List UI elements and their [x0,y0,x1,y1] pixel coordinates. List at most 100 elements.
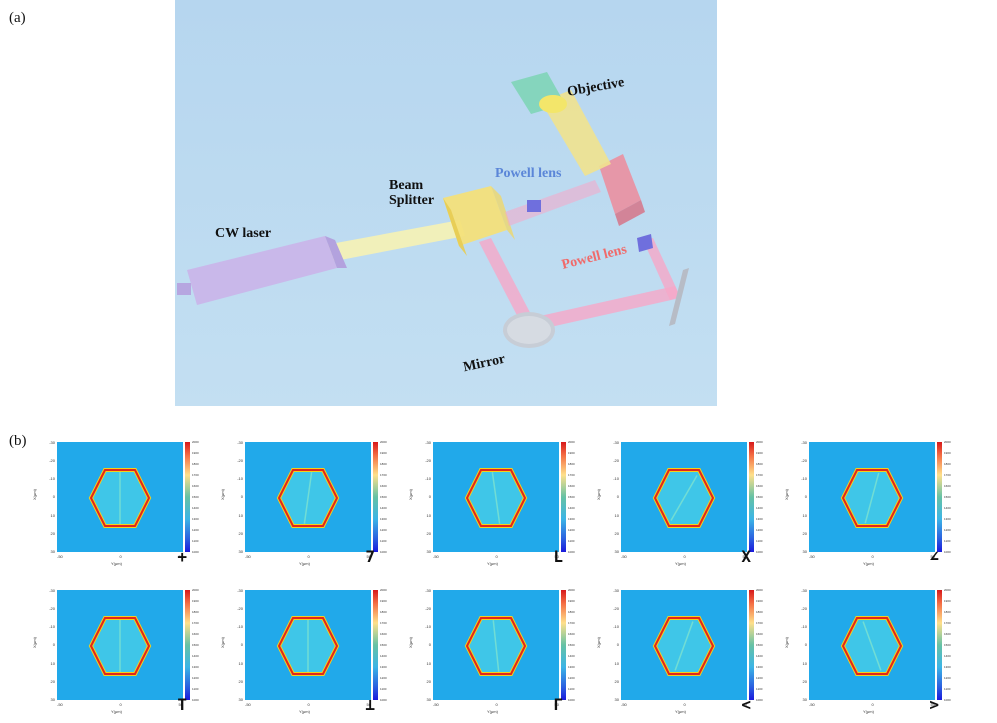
pink-beam-upper [505,180,601,226]
colorbar-tick: 1300 [944,517,951,521]
y-axis-label: X(μm) [219,489,225,500]
y-tick: -20 [425,606,431,612]
colorbar-tick: 1700 [380,473,387,477]
y-tick: 0 [240,494,243,500]
y-tick: 20 [238,530,243,536]
heatmap-image [245,442,371,552]
hexagon-pattern [57,590,183,700]
powell-lens-2-body [637,234,653,252]
colorbar-tick: 1700 [944,621,951,625]
panel-a-label: (a) [9,10,26,26]
colorbar-tick: 1200 [380,676,387,680]
x-tick: -50 [433,702,439,707]
colorbar-tick: 1600 [944,484,951,488]
colorbar-tick: 1700 [568,621,575,625]
colorbar-tick: 1700 [192,621,199,625]
y-tick: -30 [49,440,55,445]
y-tick: 30 [238,696,243,702]
y-axis-label: X(μm) [31,637,37,648]
x-tick: 0 [307,702,310,707]
x-tick: 50 [178,554,183,559]
x-tick: 50 [366,554,371,559]
y-tick: 10 [614,512,619,518]
y-tick: 0 [616,642,619,648]
pattern-symbol: ⊥ [365,695,375,714]
second-cube [599,154,641,214]
colorbar-tick: 1300 [380,517,387,521]
colorbar-tick: 1000 [380,698,387,702]
beam-splitter-label: Beam Splitter [389,178,435,208]
y-tick: -10 [49,624,55,630]
colorbar-tick: 1000 [756,550,763,554]
pattern-symbol: Γ [553,695,563,714]
heatmap-image [57,590,183,700]
hexagon-pattern [245,442,371,552]
colorbar-tick: 1100 [944,539,951,543]
y-tick: -10 [613,476,619,482]
colorbar-tick: 1400 [380,654,387,658]
cw-laser-body [187,236,337,305]
x-tick: -50 [809,554,815,559]
hexagon-pattern [57,442,183,552]
colorbar [185,590,190,700]
hexagon-pattern [809,442,935,552]
colorbar-tick: 1900 [756,451,763,455]
y-tick: 30 [802,548,807,554]
colorbar-tick: 1500 [192,495,199,499]
x-tick: 50 [554,554,559,559]
y-tick: -20 [613,606,619,612]
colorbar-tick: 1800 [756,610,763,614]
colorbar-tick: 2000 [944,588,951,592]
x-axis-label: Y(μm) [863,561,874,566]
x-axis-label: Y(μm) [111,709,122,714]
colorbar-tick: 1700 [944,473,951,477]
y-tick: 10 [614,660,619,666]
colorbar-tick: 1500 [380,495,387,499]
x-tick: 0 [495,554,498,559]
heatmap-image [621,442,747,552]
colorbar [561,442,566,552]
powell-lens-1-body [527,200,541,212]
y-tick: 10 [238,660,243,666]
colorbar [185,442,190,552]
colorbar-tick: 1400 [568,654,575,658]
pattern-symbol: + [177,547,187,566]
colorbar-tick: 1300 [944,665,951,669]
heatmap-image [809,590,935,700]
y-tick: 30 [426,548,431,554]
colorbar-tick: 1100 [756,687,763,691]
colorbar-tick: 2000 [192,440,199,444]
colorbar-tick: 1800 [192,610,199,614]
x-tick: 0 [495,702,498,707]
y-tick: 10 [426,660,431,666]
x-axis-label: Y(μm) [675,709,686,714]
y-tick: 20 [802,530,807,536]
colorbar-tick: 1500 [756,495,763,499]
y-tick: -20 [801,606,807,612]
colorbar-tick: 1200 [944,528,951,532]
y-tick: 20 [614,678,619,684]
colorbar-tick: 1100 [756,539,763,543]
y-tick: 10 [50,512,55,518]
laser-beam [325,220,465,262]
colorbar-tick: 1800 [568,610,575,614]
colorbar [937,590,942,700]
x-tick: 50 [742,554,747,559]
colorbar-tick: 1300 [192,665,199,669]
colorbar-tick: 1600 [380,632,387,636]
y-tick: 20 [50,530,55,536]
colorbar-tick: 2000 [192,588,199,592]
x-tick: 0 [871,554,874,559]
